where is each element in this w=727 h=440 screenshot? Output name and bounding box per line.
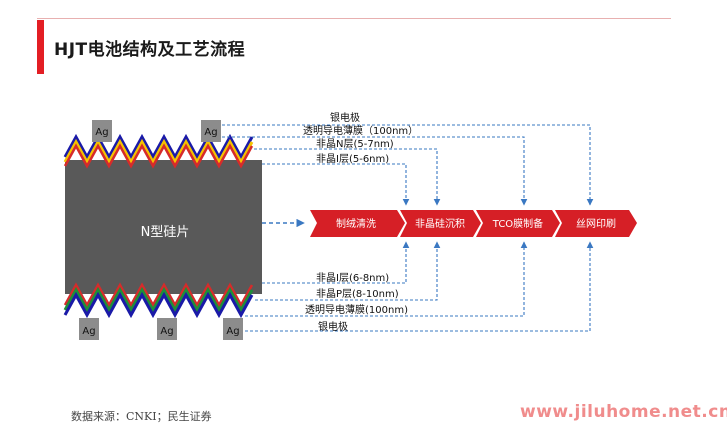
bottom-tco-zigzag <box>63 291 254 319</box>
bottom-ag-contact <box>157 318 177 340</box>
connector-i-bottom <box>262 241 410 284</box>
process-step-label: 丝网印刷 <box>576 218 616 230</box>
top-ag-label: Ag <box>204 127 217 138</box>
bottom-ag-label: Ag <box>82 326 95 337</box>
bottom-ag-contact <box>223 318 243 340</box>
page-title: HJT电池结构及工艺流程 <box>54 40 246 60</box>
top-amorphous-n-zigzag <box>63 138 254 166</box>
process-step-arrow <box>476 210 560 237</box>
top-connectors <box>222 124 594 206</box>
top-ag-label: Ag <box>95 127 108 138</box>
bottom-amorphous-i-zigzag <box>63 282 254 308</box>
connector-tco-top <box>222 136 528 206</box>
layer-label-i-top: 非晶I层(5-6nm) <box>316 153 389 165</box>
bottom-amorphous-p-zigzag <box>63 286 254 314</box>
process-step-label: 制绒清洗 <box>336 217 376 230</box>
process-step-label: 非晶硅沉积 <box>415 217 465 230</box>
process-step-label: TCO膜制备 <box>492 217 543 230</box>
bottom-connectors <box>245 241 594 332</box>
layer-label-ag-bottom: 银电极 <box>318 320 348 333</box>
layer-label-tco-top: 透明导电薄膜（100nm） <box>303 124 418 137</box>
connector-ag-bottom <box>245 241 594 332</box>
layer-label-p-bottom: 非晶P层(8-10nm) <box>316 288 399 300</box>
header-rule <box>37 18 671 19</box>
n-wafer <box>65 160 262 294</box>
watermark: www.jiluhome.net.cn <box>520 402 727 422</box>
top-ag-contact <box>92 120 112 142</box>
layer-label-tco-bottom: 透明导电薄膜(100nm) <box>305 303 408 316</box>
connector-ag-top <box>222 124 594 206</box>
bottom-ag-label: Ag <box>226 326 239 337</box>
connector-tco-bottom <box>245 241 528 317</box>
connector-p-bottom <box>255 241 441 301</box>
bottom-ag-label: Ag <box>160 326 173 337</box>
process-flow: 制绒清洗 非晶硅沉积 TCO膜制备 丝网印刷 <box>310 210 637 237</box>
process-step-arrow <box>400 210 481 237</box>
layer-label-n-top: 非晶N层(5-7nm) <box>316 138 394 150</box>
layer-label-i-bottom: 非晶I层(6-8nm) <box>316 272 389 284</box>
top-ag-contact <box>201 120 221 142</box>
layer-label-ag-top: 银电极 <box>330 111 360 124</box>
top-amorphous-i-zigzag <box>63 143 254 169</box>
process-step-arrow <box>555 210 637 237</box>
bottom-ag-contact <box>79 318 99 340</box>
wafer-label: N型硅片 <box>141 225 190 240</box>
title-accent-bar <box>37 20 44 74</box>
process-step-arrow <box>310 210 405 237</box>
source-note: 数据来源：CNKI；民生证券 <box>71 410 212 423</box>
connector-n-top <box>254 148 441 206</box>
connector-i-top <box>262 163 410 206</box>
bottom-layer-stack <box>63 282 254 319</box>
